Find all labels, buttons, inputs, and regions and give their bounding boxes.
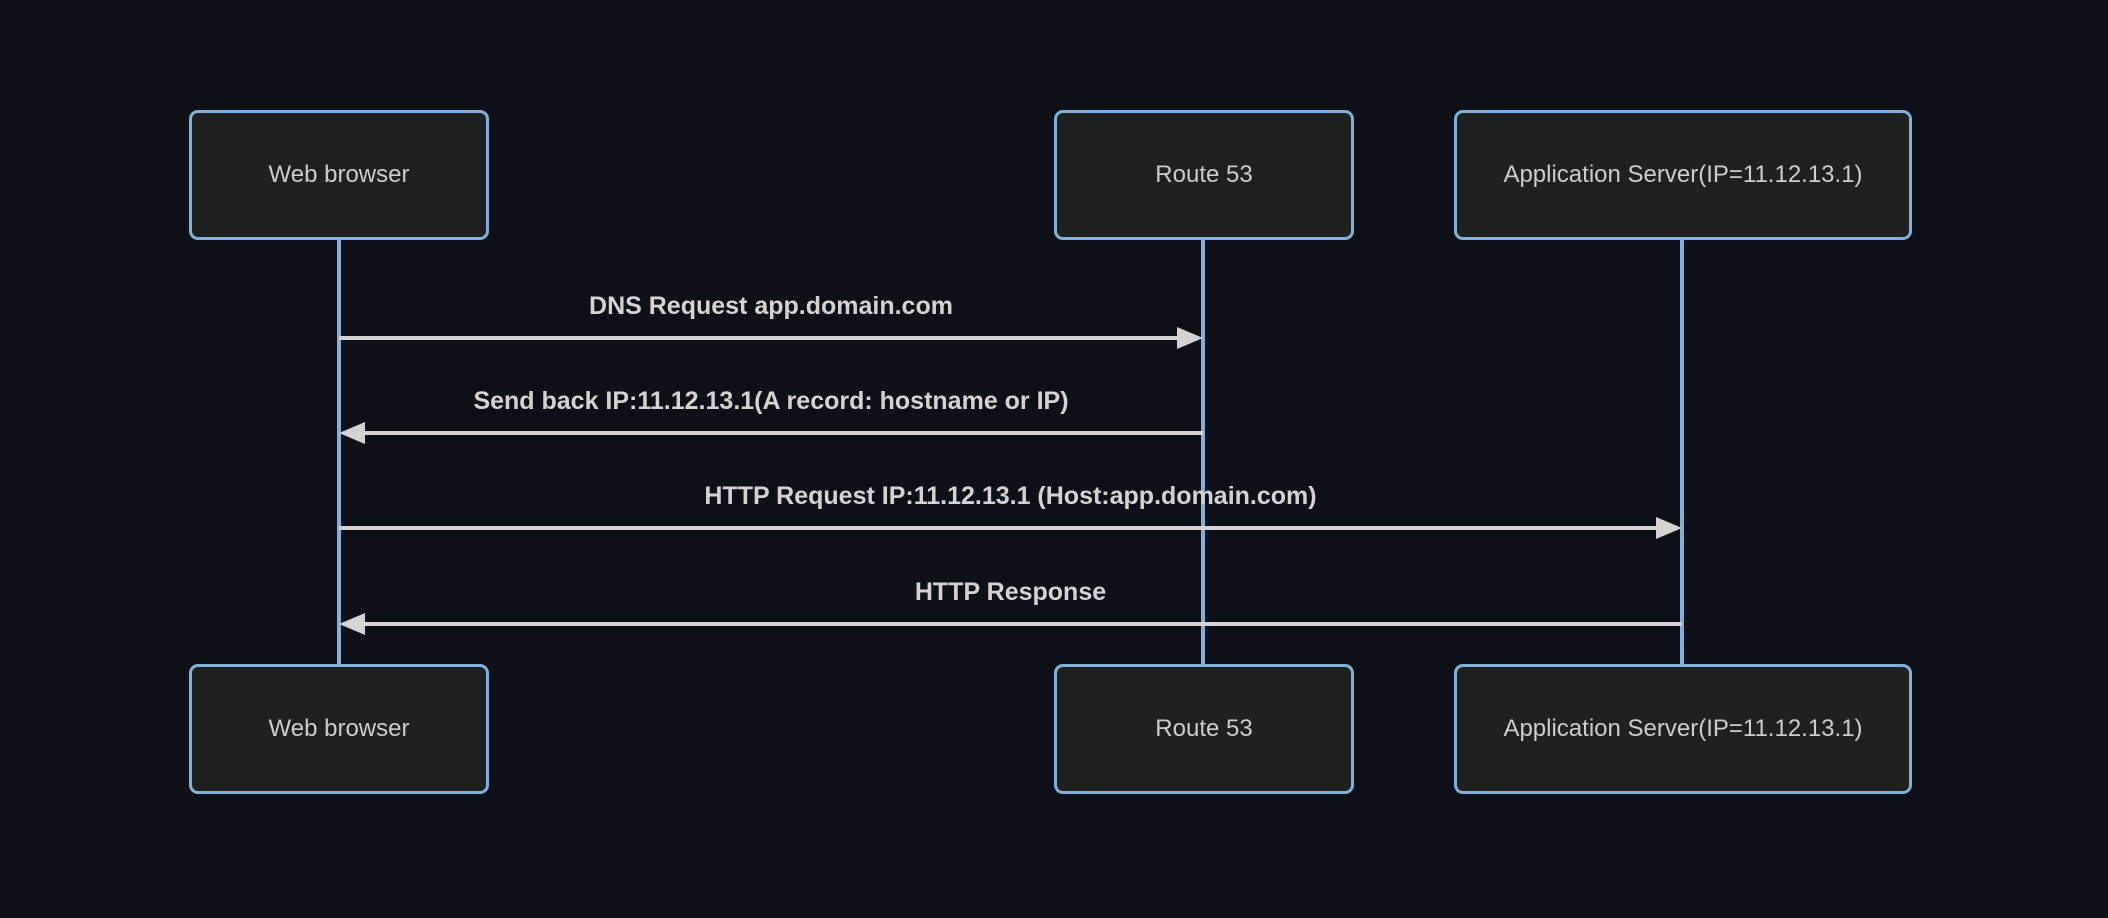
message-label-http-response: HTTP Response	[914, 578, 1107, 606]
actor-box-route-53-top: Route 53	[1054, 110, 1354, 240]
arrowhead-right-icon	[1656, 517, 1682, 539]
message-label-dns-request: DNS Request app.domain.com	[589, 292, 953, 320]
actor-label-route-53: Route 53	[1155, 161, 1253, 188]
actor-box-web-browser-top: Web browser	[189, 110, 489, 240]
lifeline-application-server	[1680, 238, 1684, 666]
actor-box-web-browser-bottom: Web browser	[189, 664, 489, 794]
message-line-http-response	[361, 622, 1682, 626]
lifeline-web-browser	[337, 238, 341, 666]
arrowhead-left-icon	[339, 613, 365, 635]
message-line-http-request	[339, 526, 1660, 530]
message-line-send-back-ip	[361, 431, 1203, 435]
actor-box-application-server-top: Application Server(IP=11.12.13.1)	[1454, 110, 1912, 240]
actor-label-application-server: Application Server(IP=11.12.13.1)	[1503, 715, 1863, 742]
actor-box-application-server-bottom: Application Server(IP=11.12.13.1)	[1454, 664, 1912, 794]
actor-label-web-browser: Web browser	[268, 161, 410, 188]
message-label-send-back-ip: Send back IP:11.12.13.1(A record: hostna…	[473, 387, 1069, 415]
actor-label-web-browser: Web browser	[268, 715, 410, 742]
arrowhead-right-icon	[1177, 327, 1203, 349]
message-line-dns-request	[339, 336, 1181, 340]
arrowhead-left-icon	[339, 422, 365, 444]
actor-label-application-server: Application Server(IP=11.12.13.1)	[1503, 161, 1863, 188]
actor-box-route-53-bottom: Route 53	[1054, 664, 1354, 794]
lifeline-route-53	[1201, 238, 1205, 666]
actor-label-route-53: Route 53	[1155, 715, 1253, 742]
message-label-http-request: HTTP Request IP:11.12.13.1 (Host:app.dom…	[704, 482, 1317, 510]
